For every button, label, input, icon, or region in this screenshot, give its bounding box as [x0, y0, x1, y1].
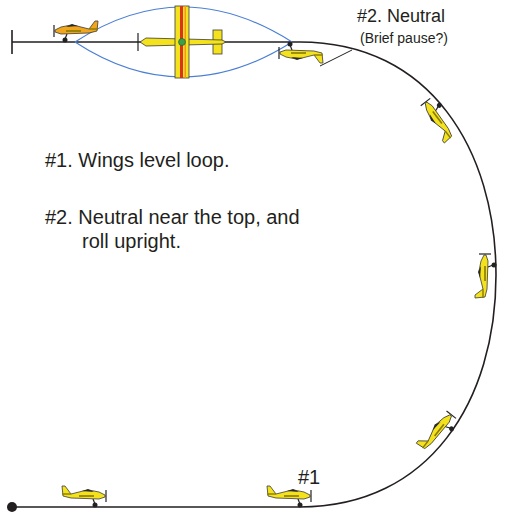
- plane: [416, 409, 460, 457]
- step-description: #1. Wings level loop.: [45, 148, 230, 172]
- plane: [267, 486, 311, 508]
- leader-line: [320, 50, 352, 66]
- plane: [62, 486, 106, 508]
- plane: [418, 95, 462, 143]
- callout-number: #1: [298, 465, 320, 489]
- end-tick: [11, 30, 13, 54]
- plane: [475, 254, 497, 298]
- plane-top-view: [138, 6, 226, 78]
- step-description: #2. Neutral near the top, and roll uprig…: [45, 205, 302, 253]
- step-label: #2. Neutral: [357, 6, 445, 28]
- flight-path: [12, 42, 496, 507]
- plane: [279, 42, 323, 64]
- note-label: (Brief pause?): [360, 30, 448, 47]
- start-dot: [7, 502, 17, 512]
- plane: [54, 21, 98, 43]
